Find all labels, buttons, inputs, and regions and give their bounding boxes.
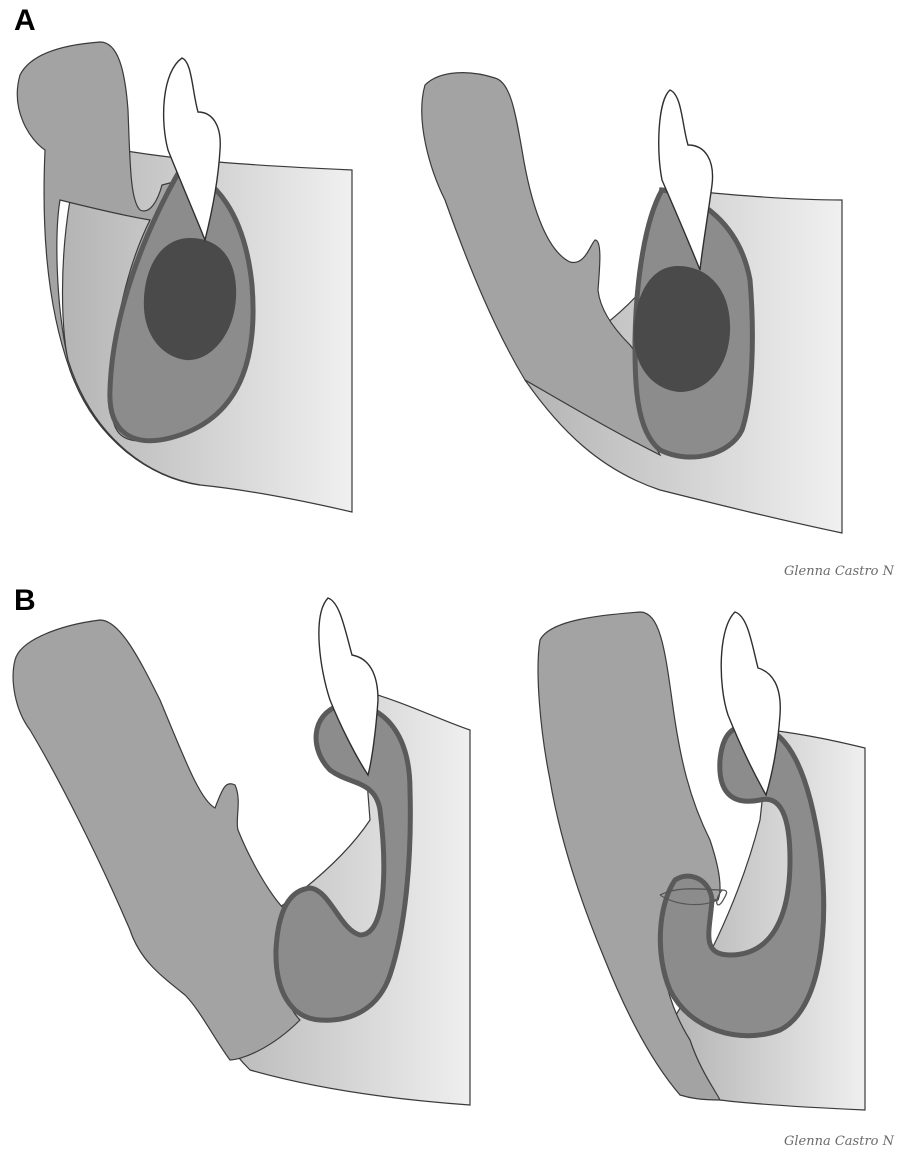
credit-text-b: Glenna Castro N (784, 1134, 894, 1149)
panel-a-right-diagram (422, 73, 842, 533)
panel-a-left-diagram (17, 42, 352, 512)
panel-b-right-diagram (538, 612, 865, 1110)
panel-label-b: B (14, 586, 36, 616)
panel-b-left-diagram (13, 598, 470, 1105)
lesion-core (634, 266, 730, 392)
bone (13, 620, 300, 1060)
credit-text-a: Glenna Castro N (784, 564, 894, 579)
panel-label-a: A (14, 6, 36, 36)
